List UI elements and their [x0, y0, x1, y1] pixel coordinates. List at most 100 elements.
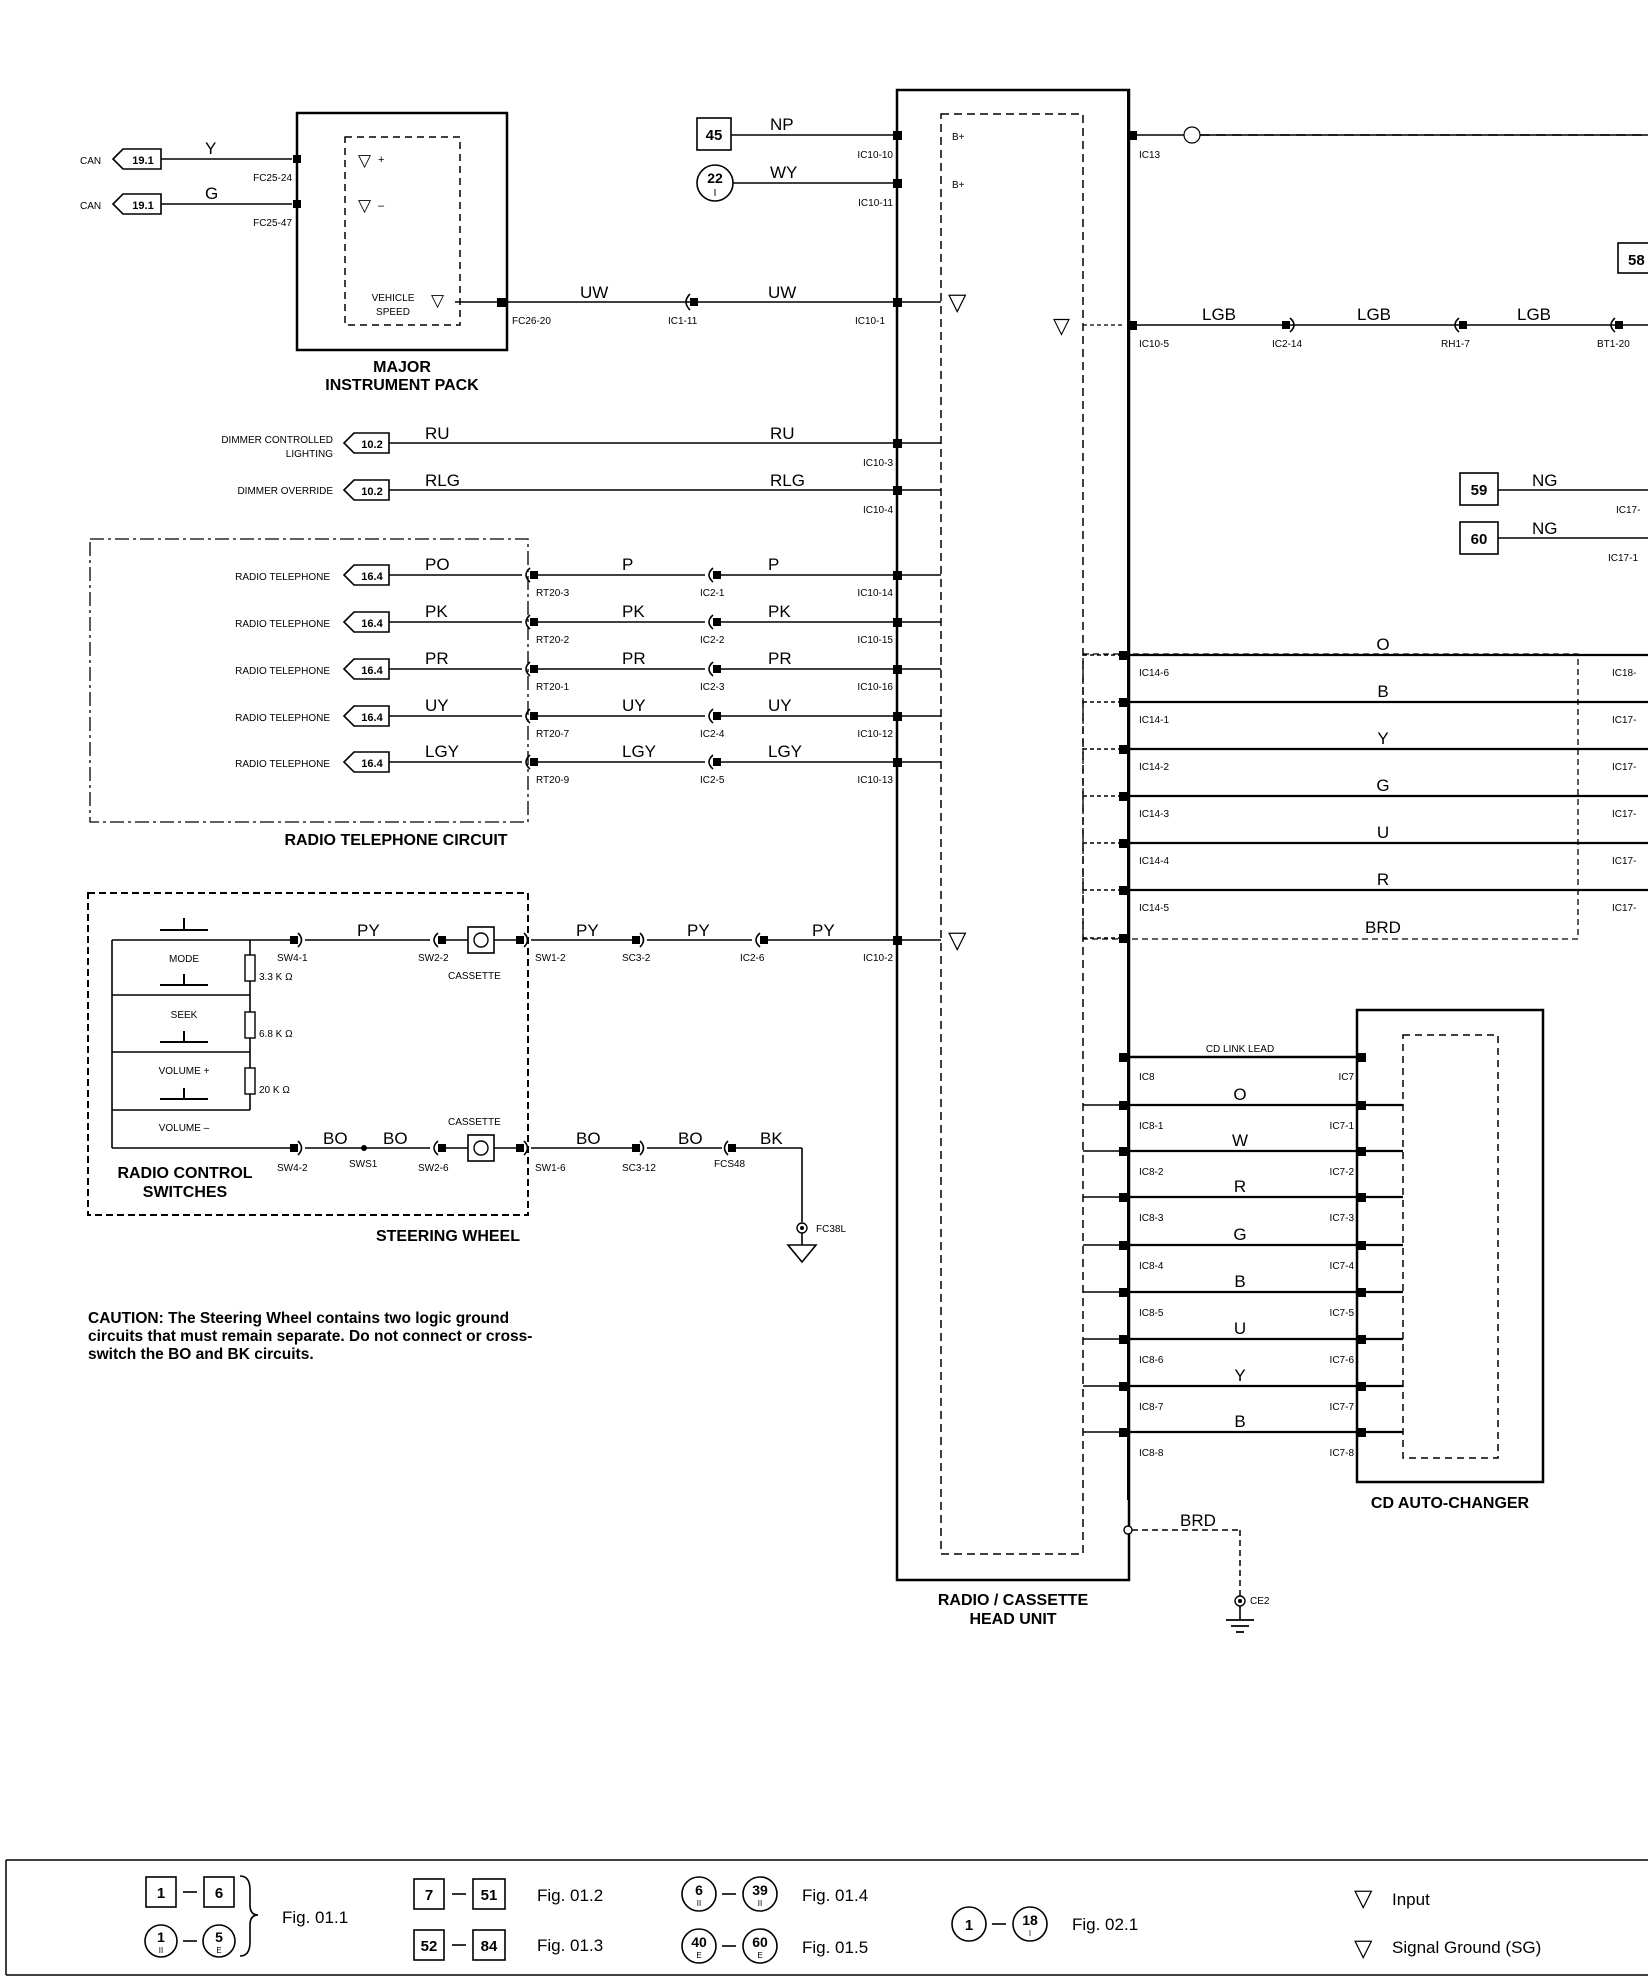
mode-switch-icon	[160, 918, 208, 931]
wire-label: BO	[576, 1129, 601, 1148]
legend-ref: 51	[481, 1887, 498, 1904]
ref-circle: 22	[707, 170, 723, 186]
dimmer-circuits: DIMMER CONTROLLED LIGHTING 10.2 RU RU IC…	[221, 424, 941, 516]
wire-label: G	[1376, 776, 1389, 795]
right-side-top: IC13 58 ▽ IC10-5 LGB IC2-14 LGB RH1-7 LG…	[1053, 126, 1648, 564]
button-label: VOLUME –	[159, 1123, 210, 1134]
wire-label: R	[1377, 870, 1389, 889]
legend-sub: E	[216, 1946, 221, 1955]
legend-sub: II	[697, 1899, 701, 1908]
legend-fig: Fig. 01.4	[802, 1886, 868, 1905]
wire-label: B	[1377, 682, 1388, 701]
legend-ref: 5	[215, 1929, 223, 1945]
ref-box: 45	[706, 127, 723, 144]
caution-note: CAUTION: The Steering Wheel contains two…	[88, 1310, 533, 1363]
connector-label: IC7-7	[1330, 1402, 1355, 1413]
connector-label: SW4-1	[277, 953, 308, 964]
can-ref: 19.1	[132, 200, 153, 212]
head-unit-title-1: RADIO / CASSETTE	[938, 1592, 1089, 1609]
rt-ref: 16.4	[361, 571, 383, 583]
vehicle-speed-label-2: SPEED	[376, 307, 410, 318]
legend-sg: Signal Ground (SG)	[1392, 1938, 1541, 1957]
connector-label: IC8-8	[1139, 1448, 1164, 1459]
legend-input: Input	[1392, 1890, 1430, 1909]
ground-label: FC38L	[816, 1224, 846, 1235]
connector-label: FCS48	[714, 1159, 746, 1170]
connector-label: IC7-5	[1330, 1308, 1355, 1319]
ic14-row: BRD	[1083, 918, 1401, 943]
connector-label: IC14-3	[1139, 809, 1169, 820]
legend-sub: E	[757, 1951, 762, 1960]
can-ref: 19.1	[132, 155, 153, 167]
input-triangle-icon: ▽	[948, 289, 967, 316]
connector-label: IC17-	[1612, 856, 1636, 867]
legend-ref: 52	[421, 1938, 438, 1955]
rt-label: RADIO TELEPHONE	[235, 759, 330, 770]
connector-label: IC14-2	[1139, 762, 1169, 773]
ic14-rows: IC14-6OIC18-IC14-1BIC17-IC14-2YIC17-IC14…	[1083, 635, 1648, 943]
triangle-c-icon: ▽	[358, 151, 372, 170]
rcs-title-1: RADIO CONTROL	[117, 1165, 252, 1182]
legend-ref: 40	[691, 1934, 707, 1950]
ic14-harness: IC14-6OIC18-IC14-1BIC17-IC14-2YIC17-IC14…	[1082, 635, 1648, 943]
wire-label: NG	[1532, 471, 1558, 490]
wire-label: PY	[687, 921, 710, 940]
wire-label: RU	[425, 424, 450, 443]
head-unit-title-2: HEAD UNIT	[969, 1611, 1056, 1628]
connector-label: IC10-3	[863, 458, 893, 469]
resistor-label: 3.3 K Ω	[259, 972, 293, 983]
connector-label: IC17-	[1612, 809, 1636, 820]
wire-label: BO	[323, 1129, 348, 1148]
wire-label: RLG	[770, 471, 805, 490]
connector-label: IC8-2	[1139, 1167, 1164, 1178]
rt-label: RADIO TELEPHONE	[235, 666, 330, 677]
resistor-label: 20 K Ω	[259, 1085, 290, 1096]
steering-title: STEERING WHEEL	[376, 1228, 520, 1245]
wire-label: UY	[622, 696, 646, 715]
legend-ref: 6	[215, 1885, 223, 1902]
wire-label: U	[1234, 1319, 1246, 1338]
dimmer-label: DIMMER CONTROLLED	[221, 435, 333, 446]
wire-label: NG	[1532, 519, 1558, 538]
dimmer-label: DIMMER OVERRIDE	[237, 486, 333, 497]
wire-label: PR	[768, 649, 792, 668]
signal-ground-triangle-icon: ▽	[1053, 313, 1070, 338]
wire-label: W	[1232, 1131, 1248, 1150]
connector-label: SW1-2	[535, 953, 566, 964]
dimmer-label-2: LIGHTING	[286, 449, 333, 460]
cd-auto-changer: CD AUTO-CHANGER CD LINK LEAD IC8 IC7 IC8…	[1083, 1008, 1545, 1512]
link-left-label: IC8	[1139, 1072, 1155, 1083]
steering-wheel: STEERING WHEEL RADIO CONTROL SWITCHES MO…	[87, 892, 967, 1264]
wire-label: PY	[812, 921, 835, 940]
wire-label: O	[1376, 635, 1389, 654]
ref-box: 60	[1471, 531, 1488, 548]
connector-label: RT20-2	[536, 635, 570, 646]
legend-sub: I	[1029, 1929, 1031, 1938]
connector-label: IC2-5	[700, 775, 725, 786]
rt-title: RADIO TELEPHONE CIRCUIT	[284, 832, 507, 849]
cassette-label: CASSETTE	[448, 1117, 501, 1128]
wire-label: PK	[622, 602, 645, 621]
sign-label: –	[378, 200, 385, 212]
connector-label: IC7-8	[1330, 1448, 1355, 1459]
connector-label: IC10-15	[857, 635, 893, 646]
rt-label: RADIO TELEPHONE	[235, 572, 330, 583]
sign-label: +	[378, 154, 384, 166]
connector-label: RT20-1	[536, 682, 570, 693]
can-signal-g: CAN 19.1 G FC25-47 ▽ –	[80, 184, 385, 229]
rt-label: RADIO TELEPHONE	[235, 619, 330, 630]
wire-label: PK	[425, 602, 448, 621]
connector-label: IC17-1	[1608, 553, 1638, 564]
link-lead-label: CD LINK LEAD	[1206, 1044, 1274, 1055]
